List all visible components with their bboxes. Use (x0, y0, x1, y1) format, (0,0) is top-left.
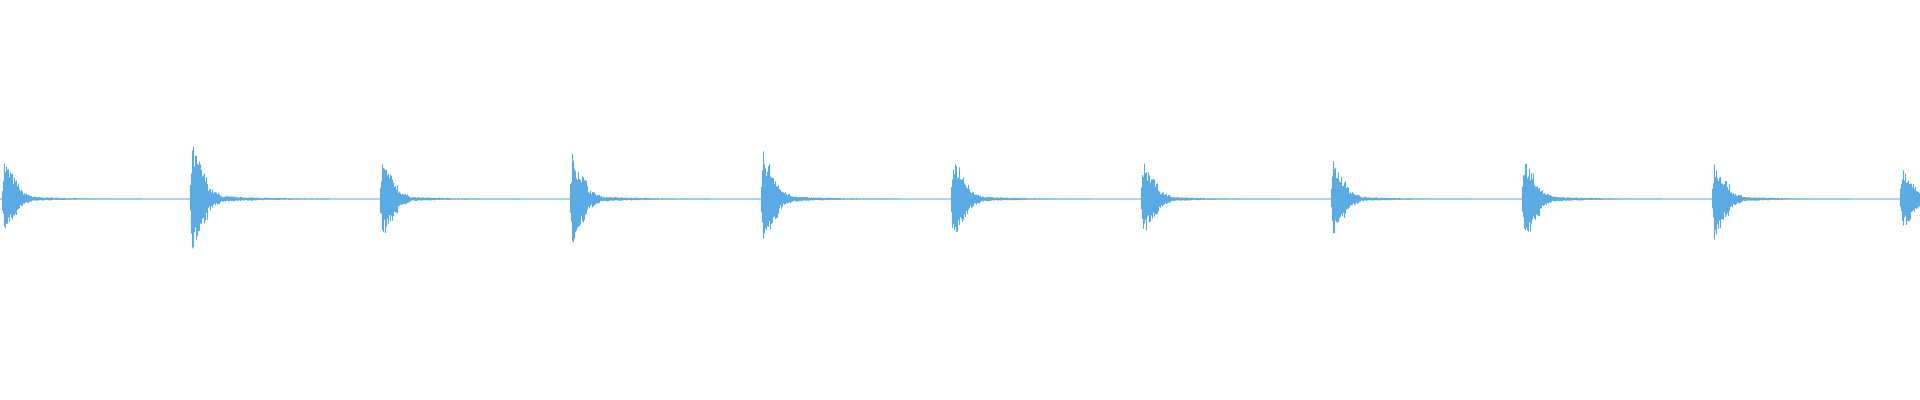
waveform-transient (1140, 163, 1282, 231)
waveform-transient (950, 164, 1092, 233)
waveform-transient (569, 153, 711, 243)
waveform-transient (1711, 164, 1853, 240)
waveform-transient (379, 164, 521, 233)
waveform-group (0, 146, 1920, 249)
waveform-transient (189, 146, 331, 249)
waveform-transient (1, 163, 143, 229)
waveform-transient (760, 151, 902, 239)
waveform-transient (1521, 163, 1663, 232)
waveform-transient (1330, 161, 1472, 234)
waveform-transient (1899, 170, 1920, 226)
